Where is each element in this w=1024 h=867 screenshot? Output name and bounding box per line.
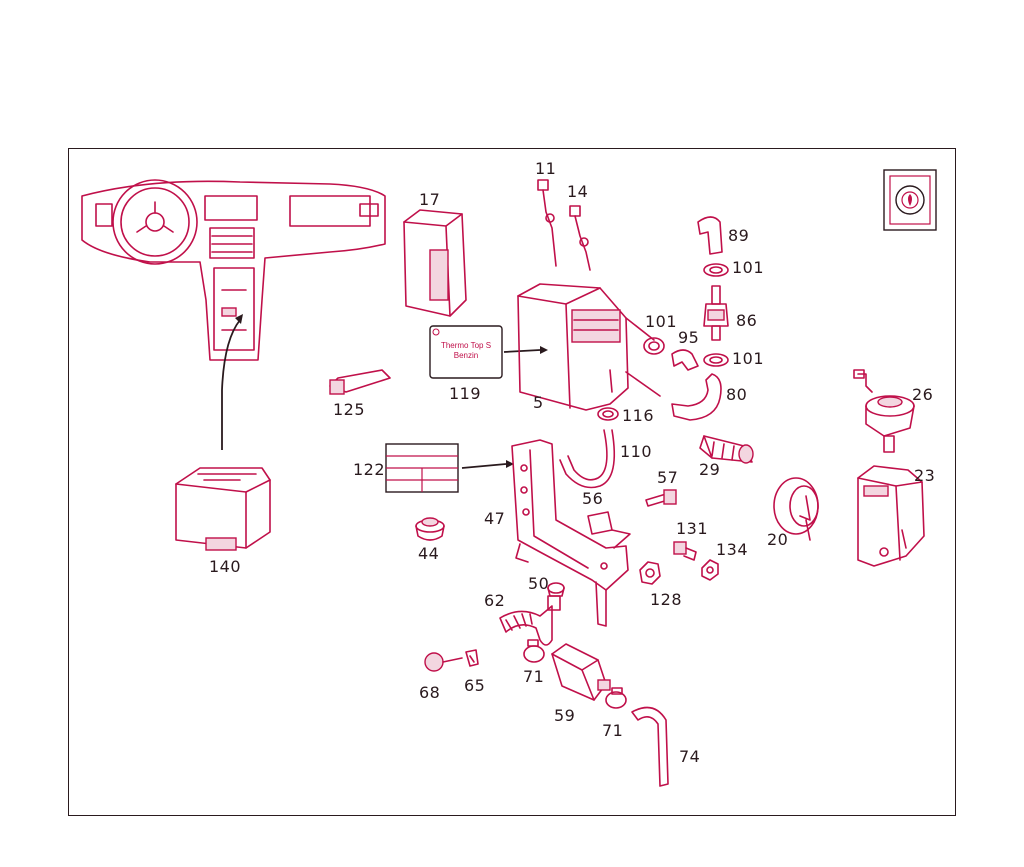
part-65-clip — [465, 649, 479, 667]
part-44-grommet — [415, 517, 445, 541]
callout-71-left: 71 — [523, 667, 544, 686]
part-71-clamp-right — [605, 687, 627, 709]
part-11-sensor-wire — [537, 179, 557, 267]
callout-131: 131 — [676, 519, 708, 538]
part-110-hose — [567, 429, 608, 481]
label-119-line1: Thermo Top S — [441, 341, 491, 350]
callout-62: 62 — [484, 591, 505, 610]
part-116-clamp — [597, 407, 619, 421]
arrowhead-icon — [540, 346, 548, 354]
callout-122: 122 — [353, 460, 385, 479]
part-86-valve — [703, 285, 729, 341]
arrow-122-to-bracket — [461, 463, 507, 469]
part-62-exhaust-pipe — [499, 595, 561, 646]
part-68-screw — [424, 652, 463, 672]
part-17-relay — [403, 209, 467, 317]
part-101-clamp-left — [643, 337, 665, 355]
part-57-bolt — [645, 489, 677, 507]
callout-89: 89 — [728, 226, 749, 245]
part-80-hose — [671, 373, 722, 421]
callout-86: 86 — [736, 311, 757, 330]
part-14-sensor-wire — [569, 205, 591, 271]
part-125-tube — [329, 369, 391, 395]
diagram-frame — [68, 148, 956, 816]
part-56-plate — [587, 511, 631, 549]
callout-14: 14 — [567, 182, 588, 201]
callout-5: 5 — [533, 393, 544, 412]
callout-11: 11 — [535, 159, 556, 178]
callout-119: 119 — [449, 384, 481, 403]
part-74-tail-pipe — [631, 706, 669, 787]
part-131-bolt — [673, 541, 697, 561]
part-20-fuel-cap — [773, 477, 819, 541]
part-122-label — [385, 443, 459, 493]
callout-134: 134 — [716, 540, 748, 559]
callout-128: 128 — [650, 590, 682, 609]
part-101-clamp-bottom — [703, 353, 729, 367]
callout-74: 74 — [679, 747, 700, 766]
callout-56: 56 — [582, 489, 603, 508]
callout-29: 29 — [699, 460, 720, 479]
part-23-pump — [857, 465, 925, 567]
callout-44: 44 — [418, 544, 439, 563]
callout-57: 57 — [657, 468, 678, 487]
part-140-control-unit — [175, 467, 271, 551]
callout-50: 50 — [528, 574, 549, 593]
part-29-filter — [699, 435, 754, 464]
label-119-line2: Benzin — [454, 351, 478, 360]
part-119-label: Thermo Top S Benzin — [429, 325, 503, 379]
part-26-sensor — [853, 369, 915, 453]
part-95-hose — [671, 349, 699, 371]
dashboard-illustration — [81, 179, 386, 361]
arrow-140-to-dashboard — [221, 319, 241, 450]
callout-110: 110 — [620, 442, 652, 461]
arrowhead-icon — [506, 460, 514, 468]
callout-116: 116 — [622, 406, 654, 425]
arrowhead-icon — [235, 314, 243, 324]
callout-23: 23 — [914, 466, 935, 485]
callout-101-top: 101 — [732, 258, 764, 277]
callout-95: 95 — [678, 328, 699, 347]
part-5-heater-unit — [517, 283, 629, 411]
callout-101-bottom: 101 — [732, 349, 764, 368]
callout-125: 125 — [333, 400, 365, 419]
callout-26: 26 — [912, 385, 933, 404]
callout-80: 80 — [726, 385, 747, 404]
part-47-bracket — [511, 439, 629, 627]
callout-47: 47 — [484, 509, 505, 528]
callout-59: 59 — [554, 706, 575, 725]
callout-68: 68 — [419, 683, 440, 702]
arrow-119-to-heater — [503, 349, 541, 353]
part-134-nut — [701, 559, 719, 581]
part-89-hose — [697, 216, 723, 255]
part-101-clamp-top — [703, 263, 729, 277]
callout-101-left: 101 — [645, 312, 677, 331]
part-128-nut — [639, 561, 661, 585]
heater-symbol-icon — [883, 169, 937, 231]
part-71-clamp-left — [523, 639, 545, 663]
callout-71-right: 71 — [602, 721, 623, 740]
callout-65: 65 — [464, 676, 485, 695]
callout-17: 17 — [419, 190, 440, 209]
callout-20: 20 — [767, 530, 788, 549]
part-50-grommet — [547, 582, 565, 597]
part-59-muffler — [551, 643, 611, 701]
callout-140: 140 — [209, 557, 241, 576]
